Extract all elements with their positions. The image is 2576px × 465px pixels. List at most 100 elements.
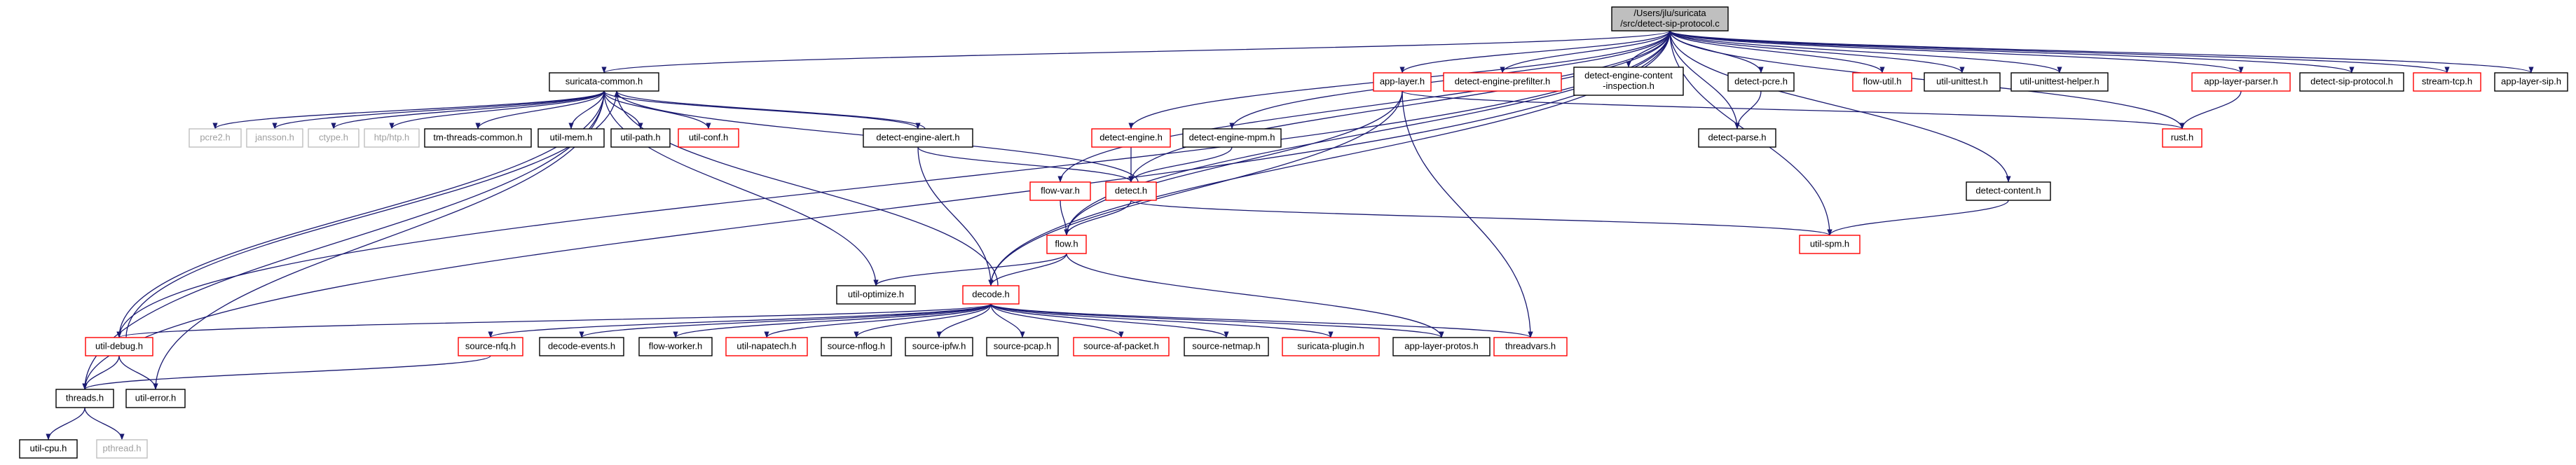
node-label: flow-worker.h — [649, 340, 703, 351]
node-source-pcap[interactable]: source-pcap.h — [986, 337, 1059, 356]
node-flow-util[interactable]: flow-util.h — [1852, 72, 1912, 92]
node-util-debug[interactable]: util-debug.h — [85, 337, 153, 356]
edge-decode-to-threadvars — [990, 303, 1533, 338]
node-label: detect-pcre.h — [1734, 76, 1788, 86]
edge-suricata_common-to-util_mem — [568, 90, 605, 130]
node-label: flow.h — [1055, 238, 1078, 249]
node-label: suricata-plugin.h — [1297, 340, 1364, 351]
node-detect-engine-alert[interactable]: detect-engine-alert.h — [863, 128, 973, 148]
node-detect-engine-content-inspection[interactable]: detect-engine-content-inspection.h — [1573, 67, 1684, 96]
node-util-mem[interactable]: util-mem.h — [537, 128, 605, 148]
node-box — [610, 128, 671, 148]
node-box — [85, 337, 153, 356]
node-source-nfq[interactable]: source-nfq.h — [458, 337, 523, 356]
node-decode-events[interactable]: decode-events.h — [539, 337, 624, 356]
edge-root-to-detect_content — [1669, 30, 2011, 183]
edge-flow-to-decode — [988, 253, 1067, 286]
node-util-cpu[interactable]: util-cpu.h — [19, 439, 78, 459]
node-util-unittest[interactable]: util-unittest.h — [1924, 72, 2001, 92]
node-label: util-error.h — [135, 392, 177, 403]
node-util-path[interactable]: util-path.h — [610, 128, 671, 148]
edge-root-to-detect_parse — [1669, 30, 1740, 130]
edge-decode-to-app_layer_protos — [990, 303, 1444, 338]
node-box — [1611, 6, 1729, 32]
node-box — [2494, 72, 2568, 92]
node-box — [549, 72, 659, 92]
node-box — [1282, 337, 1380, 356]
node-label: app-layer-parser.h — [2204, 76, 2278, 86]
edge-root-to-detect — [1128, 30, 1671, 183]
node-rust[interactable]: rust.h — [2162, 128, 2202, 148]
node-detect-sip-protocol[interactable]: detect-sip-protocol.h — [2299, 72, 2404, 92]
node-box — [1184, 337, 1269, 356]
edge-decode-to-util_napatech — [764, 303, 992, 338]
node-box — [308, 128, 359, 148]
node-box — [638, 337, 713, 356]
node-label: util-conf.h — [689, 132, 728, 142]
node-decode[interactable]: decode.h — [962, 285, 1020, 305]
node-detect-engine[interactable]: detect-engine.h — [1091, 128, 1171, 148]
node-detect-pcre[interactable]: detect-pcre.h — [1727, 72, 1795, 92]
node-label: app-layer-protos.h — [1404, 340, 1479, 351]
edge-root-to-suricata_common — [601, 30, 1671, 74]
node-threadvars[interactable]: threadvars.h — [1493, 337, 1568, 356]
node-label: source-netmap.h — [1192, 340, 1261, 351]
node-source-af-packet[interactable]: source-af-packet.h — [1073, 337, 1170, 356]
node-label: detect-engine-prefilter.h — [1455, 76, 1551, 86]
node-source-ipfw[interactable]: source-ipfw.h — [905, 337, 973, 356]
edge-decode-to-suricata_common — [614, 90, 999, 286]
node-box — [1182, 128, 1282, 148]
node-suricata-common[interactable]: suricata-common.h — [549, 72, 659, 92]
node-stream-tcp[interactable]: stream-tcp.h — [2413, 72, 2481, 92]
node-label: threadvars.h — [1505, 340, 1556, 351]
edge-threads-to-util_cpu — [46, 407, 85, 440]
node-app-layer-protos[interactable]: app-layer-protos.h — [1392, 337, 1491, 356]
node-box — [1091, 128, 1171, 148]
edge-detect-to-util_spm — [1130, 200, 1832, 236]
edge-app_layer-to-rust — [1402, 90, 2185, 130]
edge-root-to-flow_var — [1057, 30, 1671, 183]
node-label: detect-content.h — [1975, 185, 2041, 195]
node-box — [725, 337, 808, 356]
edge-decode-to-flow_worker — [673, 303, 992, 338]
node-util-spm[interactable]: util-spm.h — [1799, 235, 1861, 254]
node-box — [1373, 72, 1432, 92]
node-source-netmap[interactable]: source-netmap.h — [1184, 337, 1269, 356]
node-detect-engine-prefilter[interactable]: detect-engine-prefilter.h — [1443, 72, 1562, 92]
node-label: detect.h — [1115, 185, 1147, 195]
node-detect-parse[interactable]: detect-parse.h — [1698, 128, 1776, 148]
node-label: app-layer.h — [1380, 76, 1425, 86]
edge-detect_engine_alert-to-suricata_common — [614, 90, 926, 130]
node-label: source-pcap.h — [994, 340, 1051, 351]
node-source-nflog[interactable]: source-nflog.h — [821, 337, 892, 356]
edge-decode-to-source_nfq — [488, 303, 992, 338]
node-app-layer[interactable]: app-layer.h — [1373, 72, 1432, 92]
node-box — [537, 128, 605, 148]
node-flow[interactable]: flow.h — [1046, 235, 1087, 254]
node-suricata-plugin[interactable]: suricata-plugin.h — [1282, 337, 1380, 356]
edge-suricata_common-to-util_path — [603, 90, 643, 130]
node-box — [821, 337, 892, 356]
node-flow-worker[interactable]: flow-worker.h — [638, 337, 713, 356]
node-label: suricata-common.h — [566, 76, 643, 86]
node-flow-var[interactable]: flow-var.h — [1029, 181, 1091, 201]
node-tm-threads-common[interactable]: tm-threads-common.h — [424, 128, 532, 148]
edge-suricata_common-to-util_optimize — [603, 90, 879, 286]
node-detect-content[interactable]: detect-content.h — [1966, 181, 2051, 201]
node-app-layer-sip[interactable]: app-layer-sip.h — [2494, 72, 2568, 92]
node-box — [1105, 181, 1157, 201]
node-util-conf[interactable]: util-conf.h — [678, 128, 739, 148]
node-pcre2: pcre2.h — [189, 128, 242, 148]
node-util-napatech[interactable]: util-napatech.h — [725, 337, 808, 356]
node-app-layer-parser[interactable]: app-layer-parser.h — [2191, 72, 2291, 92]
node-jansson: jansson.h — [246, 128, 303, 148]
edge-suricata_common-to-pcre2 — [212, 90, 605, 130]
node-box — [2299, 72, 2404, 92]
node-util-error[interactable]: util-error.h — [125, 389, 186, 408]
node-threads[interactable]: threads.h — [55, 389, 114, 408]
node-detect-engine-mpm[interactable]: detect-engine-mpm.h — [1182, 128, 1282, 148]
node-detect[interactable]: detect.h — [1105, 181, 1157, 201]
node-label: flow-util.h — [1863, 76, 1902, 86]
node-util-unittest-helper[interactable]: util-unittest-helper.h — [2010, 72, 2109, 92]
node-util-optimize[interactable]: util-optimize.h — [836, 285, 916, 305]
